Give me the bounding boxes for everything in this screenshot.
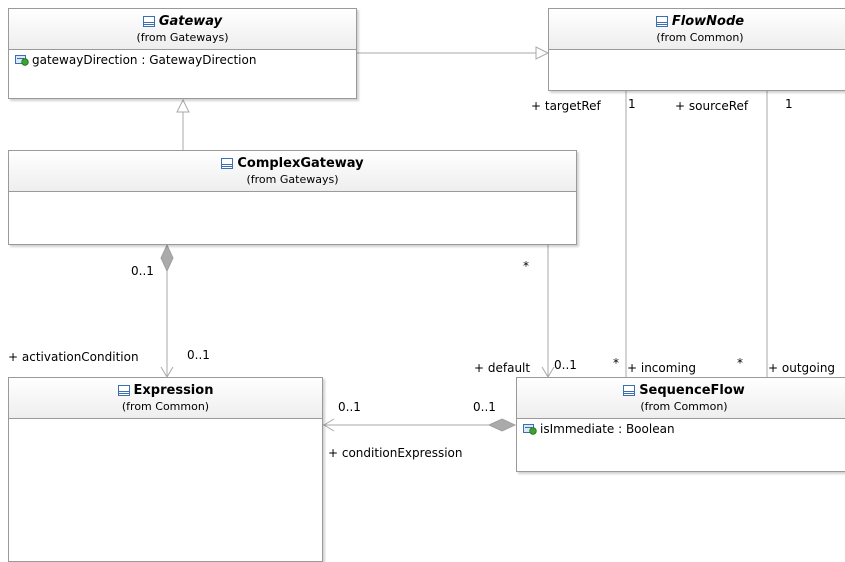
gateway-generalization-arrow	[535, 46, 550, 60]
label-activation-mult-src: 0..1	[131, 264, 154, 278]
class-expression-header: Expression (from Common)	[9, 378, 322, 419]
condition-arrowhead	[323, 418, 335, 432]
label-target-ref: + targetRef	[531, 99, 601, 113]
class-sequenceflow-attributes: isImmediate : Boolean	[517, 419, 845, 439]
label-default-mult: 0..1	[554, 358, 577, 372]
label-source-ref: + sourceRef	[675, 99, 749, 113]
attribute-icon	[15, 54, 29, 66]
class-expression[interactable]: Expression (from Common)	[8, 377, 323, 562]
class-complexgateway[interactable]: ComplexGateway (from Gateways)	[8, 150, 577, 245]
label-activation-mult-dst: 0..1	[187, 348, 210, 362]
activation-diamond	[160, 243, 174, 273]
class-flownode-header: FlowNode (from Common)	[549, 9, 845, 50]
class-icon	[655, 16, 668, 27]
class-expression-package: (from Common)	[121, 400, 210, 413]
attribute-is-immediate: isImmediate : Boolean	[540, 422, 675, 436]
complexgateway-generalization-arrow	[176, 98, 190, 113]
label-condition-role: + conditionExpression	[328, 446, 463, 460]
class-icon	[623, 385, 636, 396]
label-condition-mult-right: 0..1	[473, 400, 496, 414]
label-incoming-star: *	[613, 356, 619, 370]
class-sequenceflow[interactable]: SequenceFlow (from Common) isImmediate :…	[516, 377, 845, 472]
class-complexgateway-header: ComplexGateway (from Gateways)	[9, 151, 576, 192]
attribute-gateway-direction: gatewayDirection : GatewayDirection	[32, 53, 257, 67]
label-target-ref-mult: 1	[628, 97, 636, 111]
attribute-row[interactable]: isImmediate : Boolean	[523, 421, 845, 437]
label-default-role: + default	[474, 361, 531, 375]
class-gateway-name: Gateway	[158, 14, 223, 29]
attribute-icon	[523, 423, 537, 435]
condition-diamond	[487, 418, 517, 432]
class-flownode[interactable]: FlowNode (from Common)	[548, 8, 845, 91]
label-outgoing-role: + outgoing	[768, 361, 836, 375]
label-activation-role: + activationCondition	[8, 350, 139, 364]
label-outgoing-star: *	[737, 356, 743, 370]
class-expression-name: Expression	[133, 383, 214, 398]
label-source-ref-mult: 1	[785, 97, 793, 111]
label-incoming-role: + incoming	[627, 361, 696, 375]
class-sequenceflow-header: SequenceFlow (from Common)	[517, 378, 845, 419]
attribute-row[interactable]: gatewayDirection : GatewayDirection	[15, 52, 350, 68]
label-condition-mult-left: 0..1	[338, 400, 361, 414]
class-flownode-package: (from Common)	[656, 31, 744, 44]
class-flownode-name: FlowNode	[671, 14, 745, 29]
class-icon	[117, 385, 130, 396]
class-gateway-attributes: gatewayDirection : GatewayDirection	[9, 50, 356, 70]
class-gateway-package: (from Gateways)	[136, 31, 229, 44]
class-icon	[142, 16, 155, 27]
class-sequenceflow-package: (from Common)	[640, 400, 728, 413]
class-complexgateway-name: ComplexGateway	[237, 156, 364, 171]
label-default-star: *	[523, 259, 529, 273]
class-complexgateway-package: (from Gateways)	[246, 173, 339, 186]
class-gateway-header: Gateway (from Gateways)	[9, 9, 356, 50]
class-icon	[221, 158, 234, 169]
class-gateway[interactable]: Gateway (from Gateways) gatewayDirection…	[8, 8, 357, 99]
class-sequenceflow-name: SequenceFlow	[639, 383, 745, 398]
